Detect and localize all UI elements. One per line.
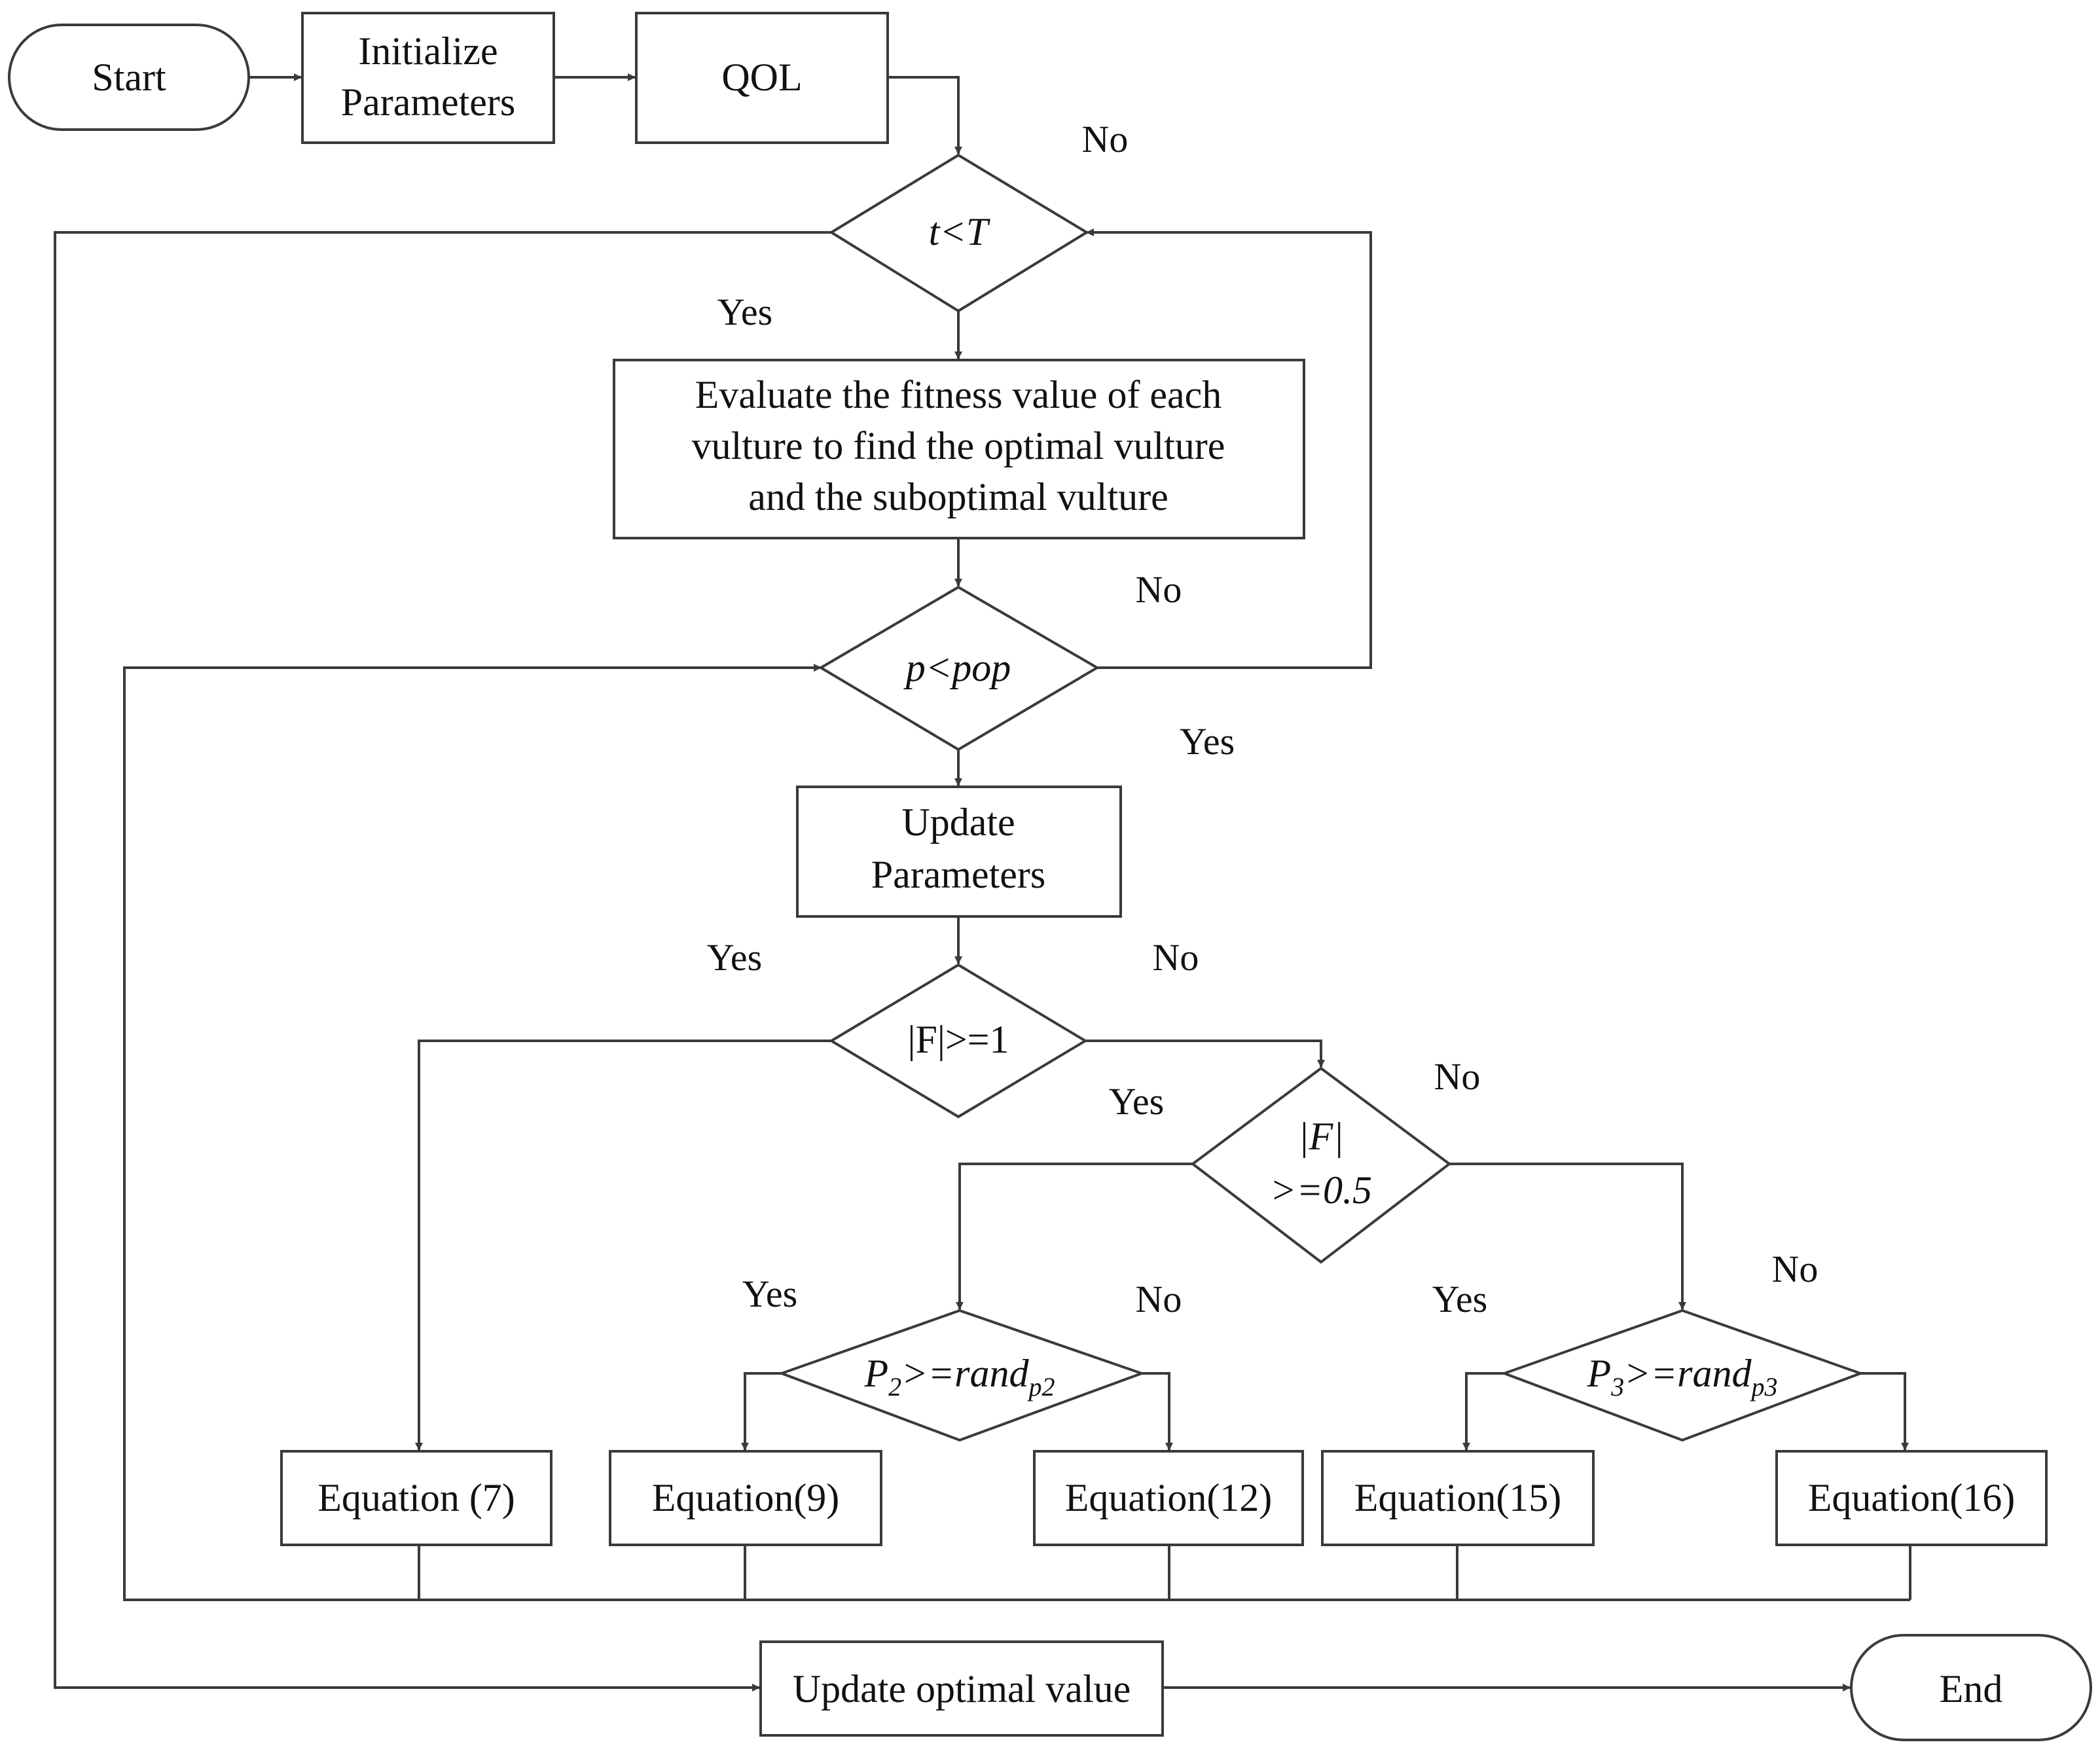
update-optimal-box <box>759 1640 1164 1737</box>
edge-f1-no <box>1085 1040 1325 1068</box>
f05-yes-label: Yes <box>1109 1080 1164 1123</box>
f1-no-label: No <box>1153 936 1199 979</box>
p3-no-label: No <box>1772 1248 1819 1290</box>
end-label: End <box>1940 1667 2003 1710</box>
f1-decision <box>829 963 1088 1119</box>
edge-p2-yes <box>741 1372 782 1451</box>
eq7-box <box>280 1450 552 1546</box>
pop-no-label: No <box>1136 568 1182 611</box>
start-label: Start <box>92 56 166 99</box>
update-params-label-2: Parameters <box>871 853 1046 896</box>
p2-no-label: No <box>1136 1278 1182 1320</box>
p2-yes-label: Yes <box>742 1273 797 1315</box>
t-no-label: No <box>1082 118 1129 160</box>
initialize-label-2: Parameters <box>341 81 516 124</box>
initialize-label-1: Initialize <box>358 29 498 73</box>
eq12-box <box>1033 1450 1304 1546</box>
f1-label: |F|>=1 <box>907 1018 1009 1061</box>
edge-f05-no <box>1449 1163 1686 1310</box>
initialize-box <box>301 12 555 144</box>
p2-label: P2>=randp2 <box>864 1352 1055 1402</box>
p3-label: P3>=randp3 <box>1587 1352 1778 1402</box>
eq9-box <box>609 1450 882 1546</box>
t-decision <box>829 153 1089 313</box>
f05-label-1: |F| <box>1298 1115 1344 1158</box>
evaluate-label-1: Evaluate the fitness value of each <box>695 373 1222 416</box>
qol-label: QOL <box>721 56 802 99</box>
edge-bus-pop-loop <box>123 664 1910 1601</box>
f1-yes-label: Yes <box>707 936 762 979</box>
eq16-label: Equation(16) <box>1808 1476 2016 1519</box>
evaluate-label-3: and the suboptimal vulture <box>748 475 1168 518</box>
f05-label-2: >=0.5 <box>1270 1168 1372 1212</box>
start-terminal <box>8 24 250 131</box>
p3-yes-label: Yes <box>1432 1278 1487 1320</box>
edge-pop-no-loop <box>1086 228 1372 669</box>
end-terminal <box>1850 1634 2092 1741</box>
edge-f05-yes <box>956 1163 1193 1310</box>
qol-box <box>635 12 889 144</box>
update-params-label-1: Update <box>901 801 1015 844</box>
edge-qol-t <box>888 76 962 154</box>
edge-f1-yes <box>415 1040 831 1451</box>
pop-yes-label: Yes <box>1180 720 1235 763</box>
eq7-label: Equation (7) <box>317 1476 515 1519</box>
eq9-label: Equation(9) <box>652 1476 840 1519</box>
edge-p2-no <box>1142 1372 1173 1451</box>
eq15-label: Equation(15) <box>1354 1476 1562 1519</box>
eq15-box <box>1321 1450 1595 1546</box>
t-label: t<T <box>929 210 990 253</box>
update-optimal-label: Update optimal value <box>793 1667 1131 1710</box>
p3-decision <box>1500 1309 1864 1442</box>
evaluate-box <box>613 359 1305 539</box>
p2-decision <box>778 1309 1146 1442</box>
eq16-box <box>1775 1450 2048 1546</box>
edge-t-no-exit <box>54 231 831 1692</box>
edge-p3-yes <box>1462 1372 1504 1451</box>
pop-label: p<pop <box>903 646 1011 689</box>
update-params-box <box>796 786 1122 918</box>
pop-decision <box>818 585 1100 751</box>
t-yes-label: Yes <box>717 291 772 333</box>
eq12-label: Equation(12) <box>1065 1476 1273 1519</box>
f05-decision <box>1190 1066 1452 1264</box>
evaluate-label-2: vulture to find the optimal vulture <box>692 424 1225 467</box>
f05-no-label: No <box>1434 1055 1481 1098</box>
edge-p3-no <box>1860 1372 1909 1451</box>
